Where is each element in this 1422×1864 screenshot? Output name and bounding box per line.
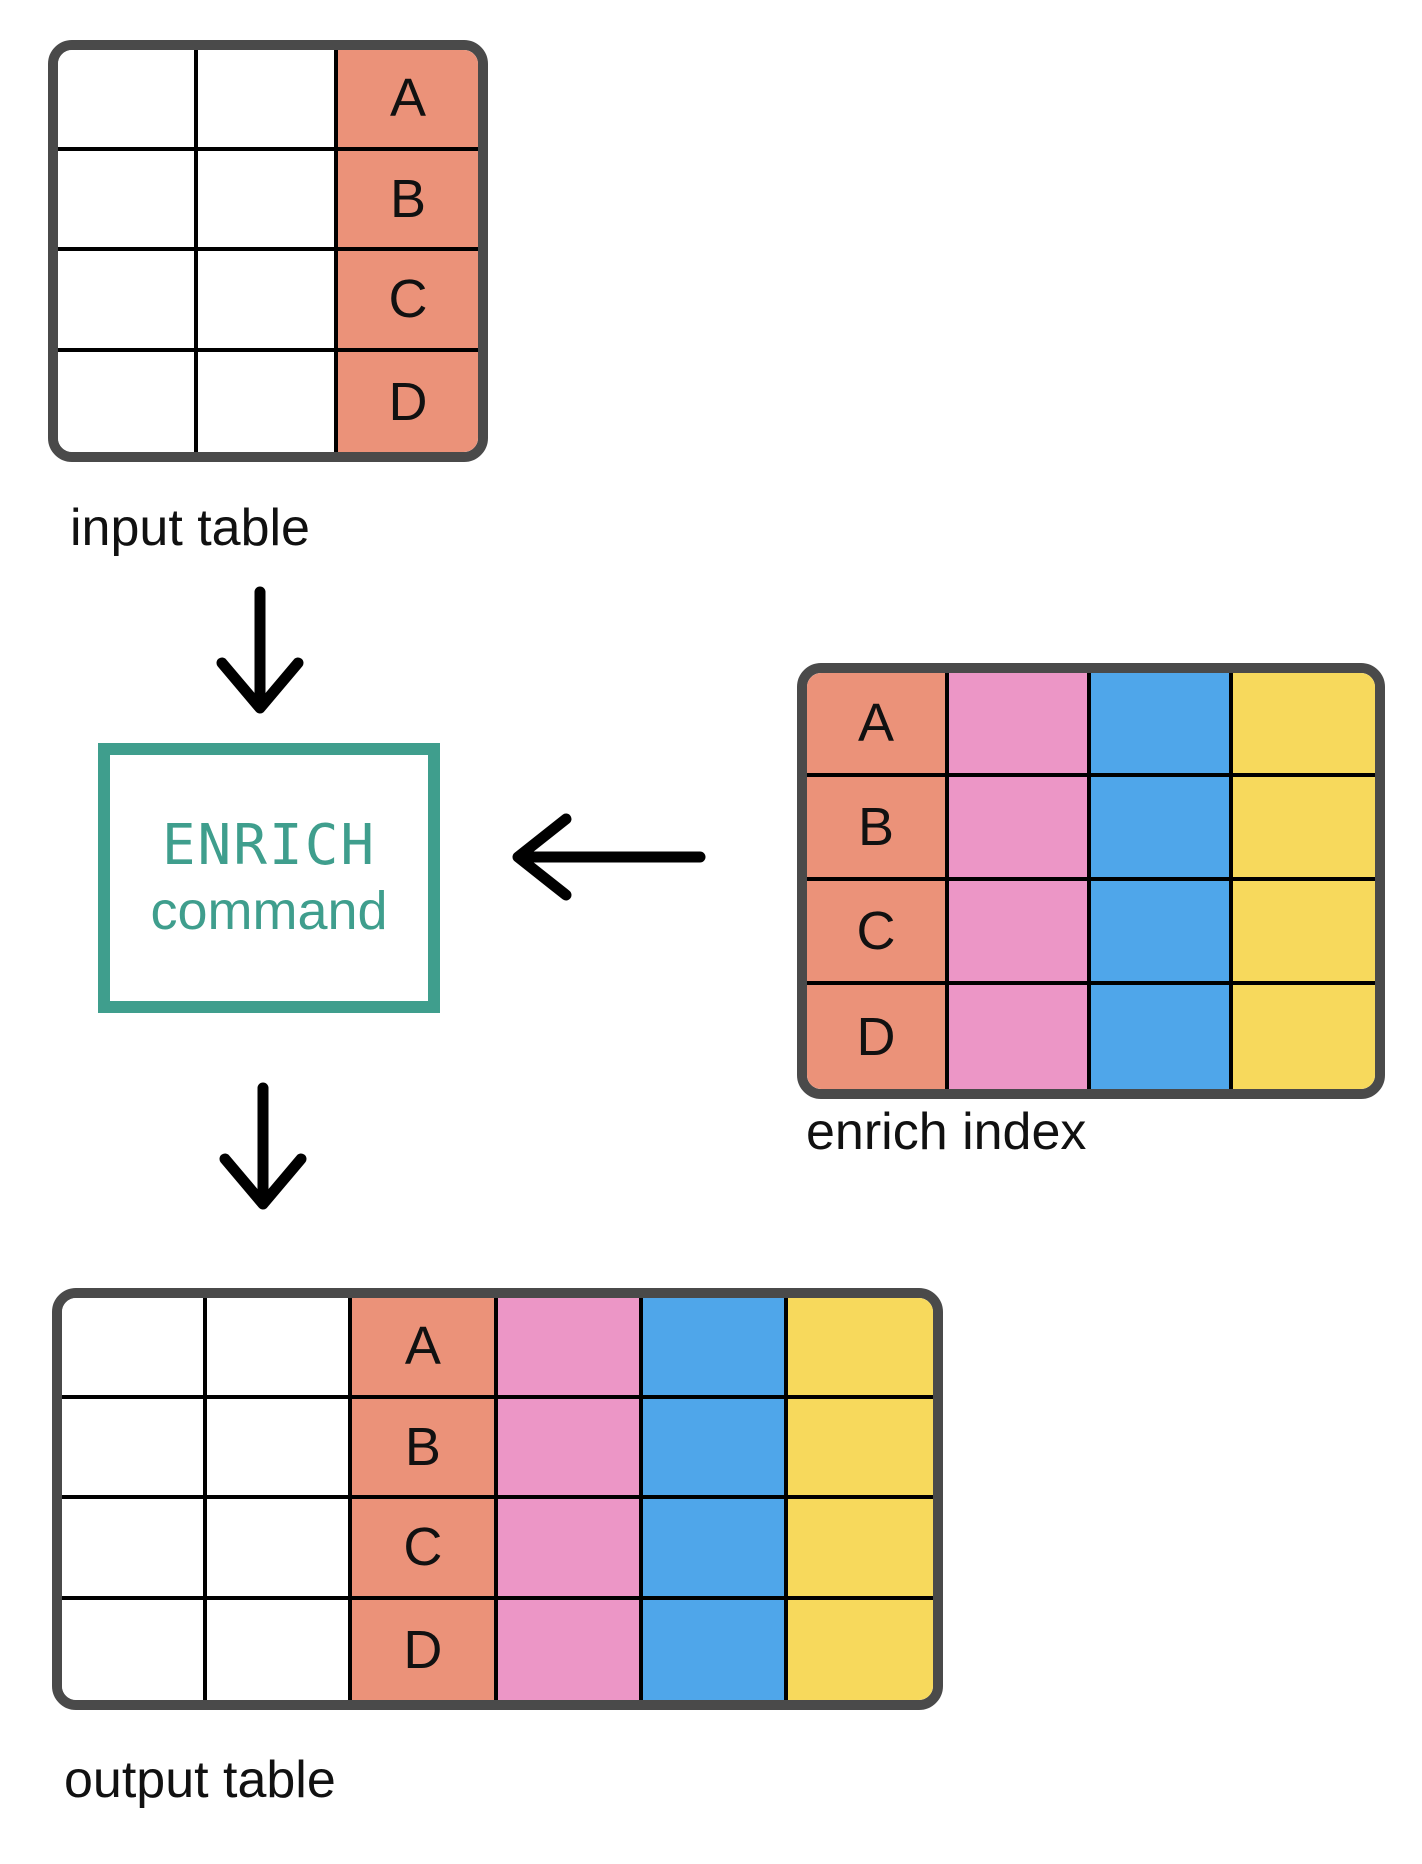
table-cell (787, 1499, 933, 1600)
table-cell (62, 1499, 208, 1600)
table-cell (642, 1599, 788, 1700)
key-cell: C (338, 251, 478, 352)
enrich-command-box: ENRICH command (98, 743, 440, 1013)
table-cell (1091, 881, 1233, 985)
key-cell: A (807, 673, 949, 777)
table-cell (62, 1398, 208, 1499)
enrich-command-title: ENRICH (161, 813, 377, 878)
table-cell (58, 50, 198, 151)
table-cell (207, 1398, 353, 1499)
table-cell (787, 1398, 933, 1499)
table-cell (787, 1599, 933, 1700)
key-cell: D (807, 985, 949, 1089)
table-cell (1233, 881, 1375, 985)
key-cell: C (807, 881, 949, 985)
key-cell: A (352, 1298, 498, 1399)
table-cell (949, 985, 1091, 1089)
table-cell (1233, 985, 1375, 1089)
key-cell: D (338, 351, 478, 452)
table-cell (58, 251, 198, 352)
table-cell (642, 1499, 788, 1600)
table-cell (642, 1298, 788, 1399)
table-cell (1091, 985, 1233, 1089)
table-cell (62, 1298, 208, 1399)
table-cell (497, 1398, 643, 1499)
table-cell (207, 1599, 353, 1700)
table-cell (1091, 673, 1233, 777)
table-cell (1091, 777, 1233, 881)
enrich-index-label: enrich index (806, 1103, 1087, 1161)
key-cell: D (352, 1599, 498, 1700)
table-cell (58, 351, 198, 452)
output-table-label: output table (64, 1751, 336, 1809)
table-cell (1233, 777, 1375, 881)
key-cell: B (807, 777, 949, 881)
input-table-label: input table (70, 499, 310, 557)
table-cell (198, 251, 338, 352)
table-cell (198, 351, 338, 452)
table-cell (949, 777, 1091, 881)
table-cell (949, 673, 1091, 777)
down-arrow-icon (216, 586, 304, 714)
table-cell (207, 1298, 353, 1399)
table-cell (497, 1298, 643, 1399)
key-cell: C (352, 1499, 498, 1600)
down-arrow-icon (219, 1082, 307, 1210)
table-cell (497, 1599, 643, 1700)
table-cell (949, 881, 1091, 985)
table-cell (642, 1398, 788, 1499)
left-arrow-icon (512, 813, 706, 901)
table-cell (198, 50, 338, 151)
table-cell (1233, 673, 1375, 777)
enrich-command-subtitle: command (150, 881, 388, 941)
key-cell: B (338, 150, 478, 251)
table-cell (497, 1499, 643, 1600)
table-cell (207, 1499, 353, 1600)
table-cell (198, 150, 338, 251)
table-cell (58, 150, 198, 251)
key-cell: B (352, 1398, 498, 1499)
key-cell: A (338, 50, 478, 151)
table-cell (787, 1298, 933, 1399)
table-cell (62, 1599, 208, 1700)
